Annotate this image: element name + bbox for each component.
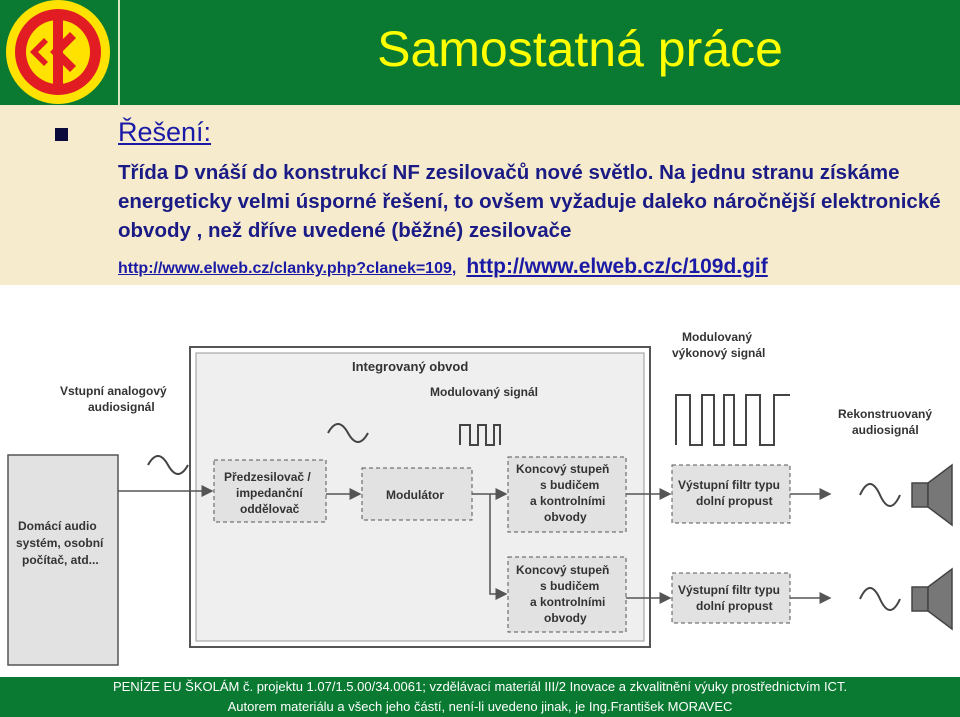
source-label-1: Domácí audio xyxy=(18,519,97,533)
preamp-label-3: oddělovač xyxy=(240,502,300,516)
modulated-signal-label: Modulovaný signál xyxy=(430,385,538,399)
input-signal-label-2: audiosignál xyxy=(88,400,155,414)
stage1-label-3: a kontrolními xyxy=(530,494,605,508)
footer-project-line: PENÍZE EU ŠKOLÁM č. projektu 1.07/1.5.00… xyxy=(112,679,848,694)
output-filter-block-2 xyxy=(671,572,791,624)
stage1-label-4: obvody xyxy=(544,510,587,524)
footer-bar: PENÍZE EU ŠKOLÁM č. projektu 1.07/1.5.00… xyxy=(0,677,960,717)
power-stage-block-1 xyxy=(507,456,627,533)
filter2-label-2: dolní propust xyxy=(696,599,773,613)
filter1-label-1: Výstupní filtr typu xyxy=(678,478,780,492)
logo-emblem-icon xyxy=(6,0,110,104)
pwm-wave-icon xyxy=(459,424,501,446)
stage2-label-2: s budičem xyxy=(540,579,599,593)
stage2-label-1: Koncový stupeň xyxy=(516,563,609,577)
stage1-label-1: Koncový stupeň xyxy=(516,462,609,476)
stage2-label-4: obvody xyxy=(544,611,587,625)
preamp-label-1: Předzesilovač / xyxy=(224,470,311,484)
stage2-label-3: a kontrolními xyxy=(530,595,605,609)
integrated-circuit-label: Integrovaný obvod xyxy=(352,359,468,374)
page-title: Samostatná práce xyxy=(377,21,783,77)
modulated-power-label-2: výkonový signál xyxy=(672,346,765,360)
footer-author-line: Autorem materiálu a všech jeho částí, ne… xyxy=(227,699,733,714)
link-separator: , xyxy=(451,260,457,277)
source-link-article[interactable]: http://www.elweb.cz/clanky.php?clanek=10… xyxy=(118,260,452,277)
speaker-icon xyxy=(911,463,953,527)
power-stage-block-2 xyxy=(507,556,627,633)
reconstructed-label-1: Rekonstruovaný xyxy=(838,407,932,421)
source-link-image[interactable]: http://www.elweb.cz/c/109d.gif xyxy=(466,255,768,278)
sine-wave-icon xyxy=(859,483,901,507)
audio-source-block xyxy=(7,454,119,666)
source-label-2: systém, osobní xyxy=(16,536,104,550)
filter2-label-1: Výstupní filtr typu xyxy=(678,583,780,597)
preamp-block xyxy=(213,459,327,523)
school-logo xyxy=(0,0,120,105)
preamp-label-2: impedanční xyxy=(236,486,303,500)
bullet-square-icon xyxy=(55,128,68,141)
content-panel xyxy=(0,105,960,285)
speaker-icon xyxy=(911,567,953,631)
header-bar: Samostatná práce xyxy=(0,0,960,105)
power-pwm-wave-icon xyxy=(675,394,790,446)
modulator-label: Modulátor xyxy=(386,488,444,502)
solution-paragraph: Třída D vnáší do konstrukcí NF zesilovač… xyxy=(118,161,941,242)
stage1-label-2: s budičem xyxy=(540,478,599,492)
source-links: http://www.elweb.cz/clanky.php?clanek=10… xyxy=(118,255,768,279)
filter1-label-2: dolní propust xyxy=(696,494,773,508)
sine-wave-icon xyxy=(147,455,189,475)
reconstructed-label-2: audiosignál xyxy=(852,423,919,437)
input-signal-label-1: Vstupní analogový xyxy=(60,384,167,398)
source-label-3: počítač, atd... xyxy=(22,553,99,567)
class-d-block-diagram: Integrovaný obvod Modulovaný signál Modu… xyxy=(7,330,953,666)
solution-heading: Řešení: xyxy=(118,117,212,147)
sine-wave-icon xyxy=(327,423,369,443)
sine-wave-icon xyxy=(859,587,901,611)
modulated-power-label-1: Modulovaný xyxy=(682,330,752,344)
